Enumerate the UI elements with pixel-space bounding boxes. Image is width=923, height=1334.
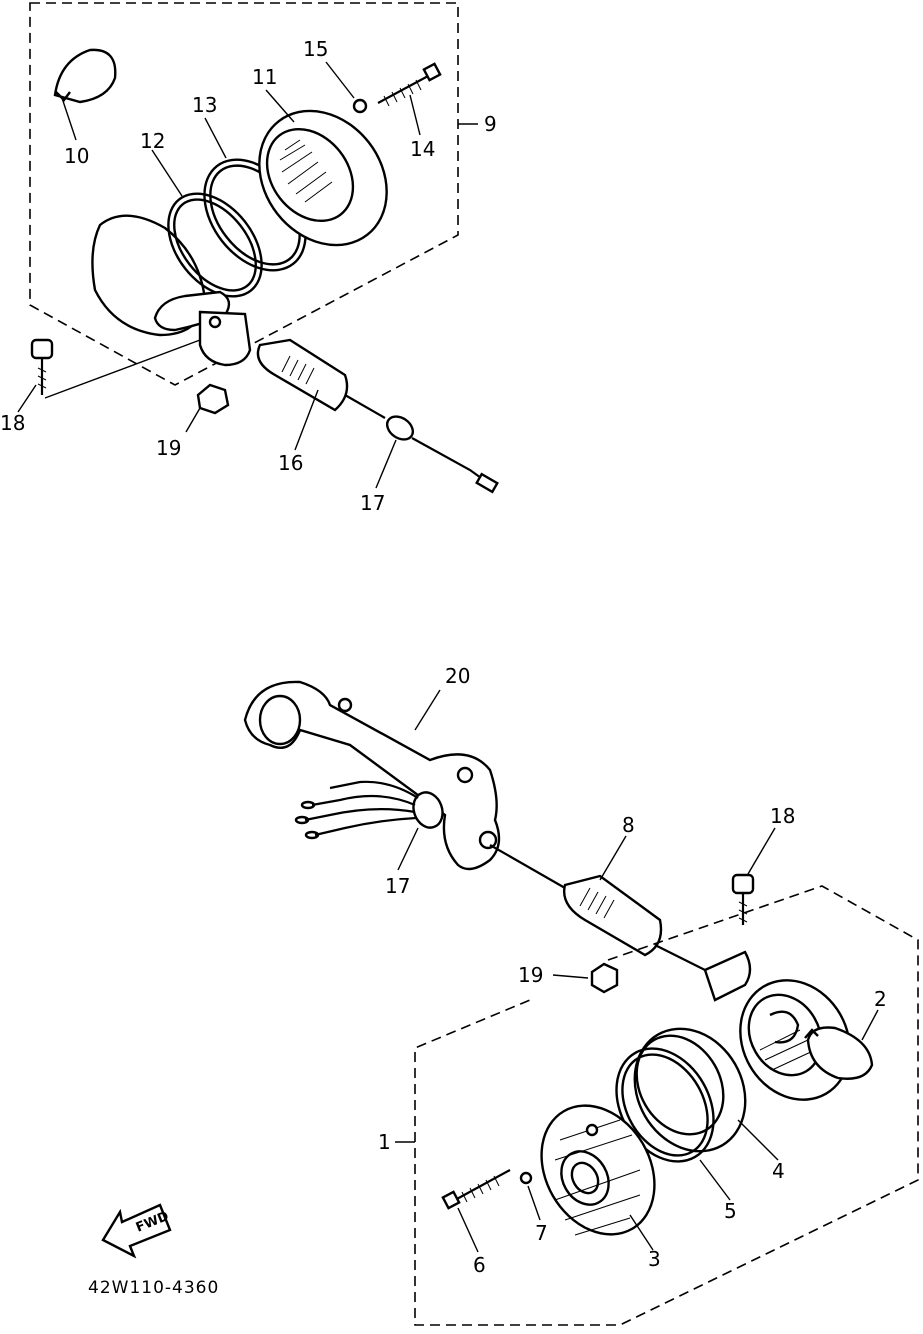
label-part-3: 3 [648, 1247, 661, 1271]
group-1-boundary [414, 885, 919, 1326]
grommet-17-lower [294, 780, 444, 871]
nut-19-upper [185, 383, 230, 433]
label-part-9: 9 [484, 112, 497, 136]
label-part-10: 10 [64, 144, 89, 168]
label-part-8: 8 [622, 813, 635, 837]
housing-11 [258, 89, 388, 247]
diagram-code: 42W110-4360 [88, 1278, 219, 1298]
label-part-20: 20 [445, 664, 470, 688]
screw-6 [441, 1169, 511, 1253]
bolt-18-lower [731, 827, 776, 925]
label-part-6: 6 [473, 1253, 486, 1277]
label-part-2: 2 [874, 987, 887, 1011]
label-part-15: 15 [303, 37, 328, 61]
label-part-18-lower: 18 [770, 804, 795, 828]
label-part-19-upper: 19 [156, 436, 181, 460]
upper-assembly [17, 2, 499, 494]
label-part-19-lower: 19 [518, 963, 543, 987]
lens-3 [540, 1104, 656, 1251]
label-part-17-lower: 17 [385, 874, 410, 898]
label-part-11: 11 [252, 65, 277, 89]
stay-20 [243, 680, 501, 871]
grommet-17-upper [375, 415, 499, 494]
label-part-4: 4 [772, 1159, 785, 1183]
nut-15 [325, 61, 368, 114]
bracket-upper [44, 290, 252, 399]
label-part-16: 16 [278, 451, 303, 475]
label-part-5: 5 [724, 1199, 737, 1223]
forward-direction-arrow: FWD [101, 1203, 172, 1259]
label-part-18-upper: 18 [0, 411, 25, 435]
lower-assembly [243, 680, 919, 1326]
label-part-7: 7 [535, 1221, 548, 1245]
stem-16 [256, 338, 386, 451]
screw-14 [377, 62, 442, 136]
label-part-1: 1 [378, 1130, 391, 1154]
bulb-10 [53, 48, 117, 141]
stem-8 [489, 835, 706, 971]
label-part-13: 13 [192, 93, 217, 117]
bulb-2 [804, 1009, 879, 1080]
label-part-17-upper: 17 [360, 491, 385, 515]
nut-19-lower [552, 962, 619, 994]
group-9-boundary [29, 2, 459, 386]
nut-7 [519, 1171, 541, 1221]
label-part-14: 14 [410, 137, 435, 161]
bolt-18-upper [17, 338, 54, 413]
part-labels: 15 11 13 12 10 14 9 18 19 16 17 20 8 18 … [0, 37, 887, 1277]
label-part-12: 12 [140, 129, 165, 153]
